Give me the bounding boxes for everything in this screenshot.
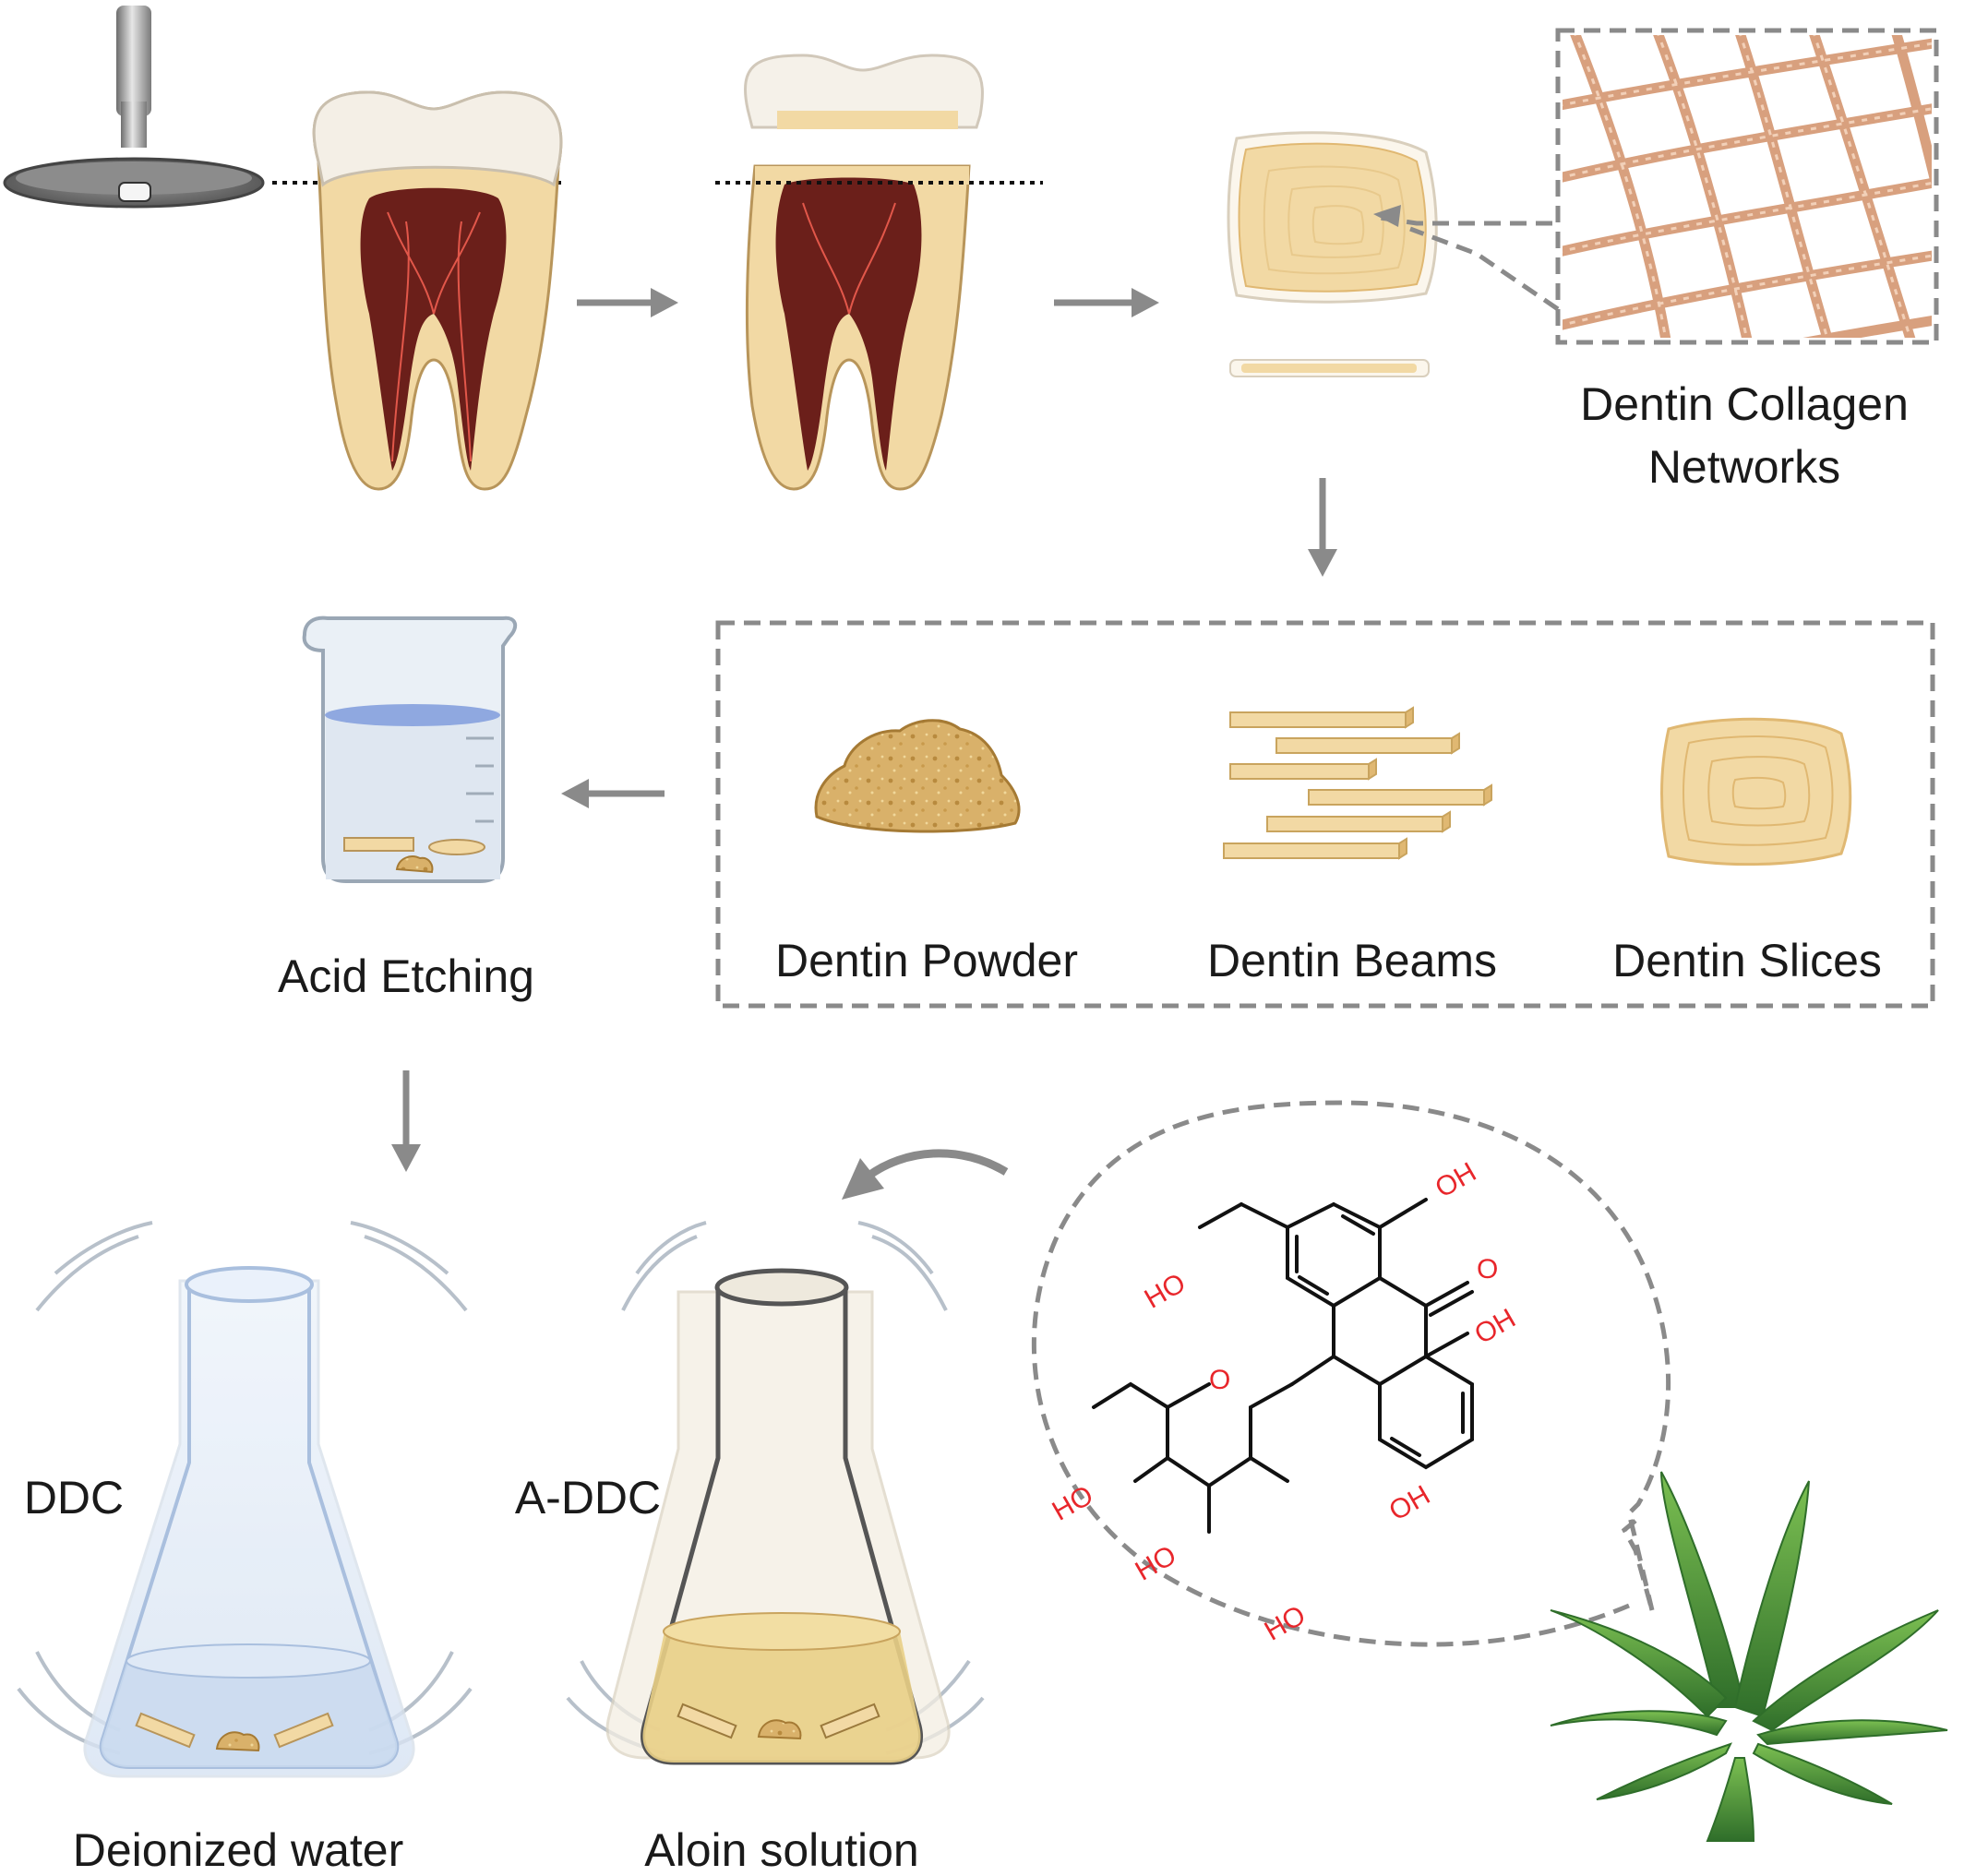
- beaker-icon: [302, 615, 518, 883]
- beams-label: Dentin Beams: [1207, 935, 1497, 986]
- arrow-down-icon: [1308, 478, 1337, 577]
- water-label: Deionized water: [73, 1824, 404, 1876]
- slices-label: Dentin Slices: [1612, 935, 1882, 986]
- powder-label: Dentin Powder: [775, 935, 1078, 986]
- arrow-down-icon: [391, 1070, 421, 1172]
- aloin-structure: [1092, 1198, 1474, 1534]
- acid-label: Acid Etching: [278, 950, 534, 1002]
- aloin-label: Aloin solution: [644, 1824, 918, 1876]
- cutting-disk-icon: [3, 6, 265, 209]
- sample-types-panel: [715, 620, 1935, 1009]
- cut-tooth-icon: [744, 54, 984, 491]
- dentin-powder-icon: [814, 719, 1021, 833]
- chem-o-ring: O: [1209, 1365, 1230, 1395]
- chem-ho-4: HO: [1260, 1600, 1311, 1647]
- flask-aloin-icon: [566, 1221, 985, 1765]
- collagen-label-line1: Dentin Collagen: [1580, 378, 1909, 430]
- chem-oh-2: OH: [1469, 1303, 1520, 1350]
- addc-label: A-DDC: [515, 1472, 661, 1524]
- tooth-icon: [312, 90, 563, 491]
- aloin-structure-bubble: [1031, 1100, 1671, 1647]
- chem-o-carbonyl: O: [1477, 1254, 1498, 1285]
- zoom-arrow-icon: [1373, 205, 1560, 312]
- chem-ho-2: HO: [1048, 1480, 1098, 1527]
- arrow-right-icon: [577, 288, 678, 317]
- arrow-right-icon: [1054, 288, 1159, 317]
- flask-water-icon: [17, 1221, 473, 1778]
- arrow-left-icon: [561, 779, 665, 808]
- collagen-network-panel: [1555, 28, 1939, 345]
- dentin-slice-round-icon: [1660, 717, 1852, 866]
- chem-oh-1: OH: [1431, 1157, 1481, 1204]
- dentin-slice-icon: [1227, 131, 1438, 304]
- dentin-slice-side-icon: [1229, 359, 1430, 377]
- chem-oh-3: OH: [1384, 1480, 1435, 1527]
- aloe-plant-icon: [1550, 1471, 1948, 1842]
- dentin-beams-icon: [1223, 706, 1492, 860]
- curved-arrow-icon: [842, 1149, 1009, 1200]
- chem-ho-1: HO: [1140, 1268, 1191, 1315]
- ddc-label: DDC: [24, 1472, 124, 1524]
- collagen-label-line2: Networks: [1648, 441, 1840, 493]
